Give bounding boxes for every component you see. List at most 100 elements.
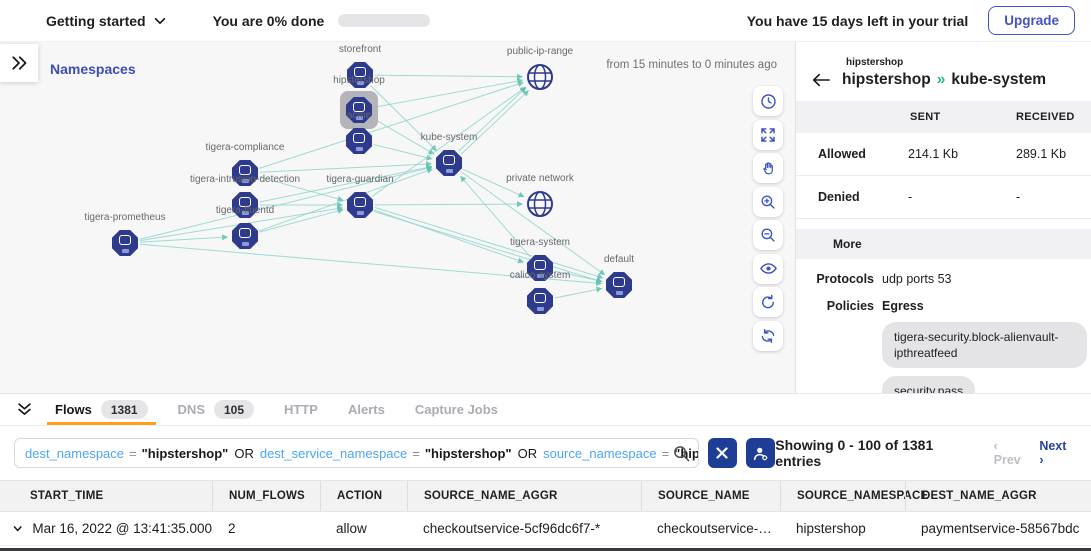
fit-view-button[interactable] [753, 119, 783, 150]
graph-node-label: tigera-guardian [326, 174, 394, 185]
tab-capture-jobs[interactable]: Capture Jobs [415, 394, 498, 425]
column-header-source_namespace[interactable]: SOURCE_NAMESPACE [780, 481, 928, 511]
back-button[interactable] [812, 73, 830, 87]
graph-edge [554, 286, 603, 299]
graph-node-acme[interactable] [346, 128, 372, 154]
tab-label: Capture Jobs [414, 402, 498, 417]
graph-edge [139, 234, 229, 243]
column-header-num_flows[interactable]: NUM_FLOWS [212, 481, 320, 511]
chevron-down-icon [154, 17, 165, 24]
undo-button[interactable] [753, 287, 783, 317]
tab-label: Alerts [347, 402, 385, 417]
query-segment-key: source_namespace [543, 445, 657, 461]
graph-node-private-network[interactable] [527, 191, 553, 217]
graph-node-label: acme [346, 110, 372, 121]
clear-filter-button[interactable] [707, 438, 738, 468]
graph-node-tigera-intrusion-detection[interactable] [232, 192, 258, 218]
column-header-source_name[interactable]: SOURCE_NAME [641, 481, 780, 511]
trial-countdown: You have 15 days left in your trial [746, 12, 969, 29]
column-header-start_time[interactable]: START_TIME [30, 490, 104, 502]
row-expand-chevron-icon[interactable] [12, 522, 23, 535]
graph-node-tigera-prometheus[interactable] [112, 230, 138, 256]
getting-started-label: Getting started [46, 12, 146, 29]
namespace-node-icon [232, 192, 258, 218]
graph-node-calico-system[interactable] [527, 288, 553, 314]
graph-node-label: tigera-compliance [205, 142, 285, 153]
graph-edge [460, 175, 531, 257]
user-filter-button[interactable] [746, 438, 776, 468]
graph-node-public-ip-range[interactable] [527, 64, 553, 90]
graph-edge [371, 86, 527, 197]
pan-icon [760, 160, 777, 177]
service-graph-panel: Namespaces from 15 minutes to 0 minutes … [0, 42, 795, 393]
graph-node-default[interactable] [606, 272, 632, 298]
upgrade-button[interactable]: Upgrade [988, 6, 1075, 35]
cell-source_name: checkoutservice-… [657, 521, 772, 536]
graph-node-hipstershop[interactable] [346, 97, 372, 123]
sidebar-expand-button[interactable] [0, 44, 38, 82]
tab-http[interactable]: HTTP [284, 394, 318, 425]
graph-node-kube-system[interactable] [436, 150, 462, 176]
graph-node-label: private network [506, 173, 574, 184]
history-button[interactable] [753, 86, 783, 116]
query-segment-kw: OR [234, 445, 254, 461]
received-column-header: RECEIVED [1016, 111, 1075, 123]
protocols-row: Protocols udp ports 53 [796, 259, 1091, 286]
tab-label: HTTP [284, 402, 318, 417]
pagination-summary: Showing 0 - 100 of 1381 entries [775, 437, 934, 469]
graph-edge [373, 78, 524, 108]
graph-edge [374, 201, 524, 208]
column-header-action[interactable]: ACTION [320, 481, 407, 511]
graph-node-tigera-guardian[interactable] [347, 192, 373, 218]
bottom-edge-bar [0, 548, 1091, 551]
back-arrow-icon [812, 73, 830, 87]
graph-edge [374, 207, 604, 280]
policy-pill[interactable]: tigera-security.block-alienvault-ipthrea… [882, 322, 1087, 369]
user-gear-icon [754, 447, 768, 460]
graph-node-storefront[interactable] [347, 62, 373, 88]
namespace-node-icon [527, 255, 553, 281]
graph-edge [258, 167, 433, 232]
denied-sent-value: - [908, 190, 913, 204]
refresh-button[interactable] [753, 320, 783, 351]
zoom-in-icon [759, 193, 777, 211]
graph-toolbar [753, 86, 783, 351]
panel-context-label: hipstershop [846, 57, 904, 68]
graph-node-tigera-fluentd[interactable] [232, 223, 258, 249]
namespace-node-icon [436, 150, 462, 176]
zoom-out-button[interactable] [753, 220, 783, 250]
collapse-panel-button[interactable] [16, 401, 33, 418]
pan-button[interactable] [753, 153, 783, 183]
graph-node-label: storefront [338, 44, 382, 55]
getting-started-dropdown[interactable]: Getting started [46, 13, 167, 29]
column-header-source_name_aggr[interactable]: SOURCE_NAME_AGGR [407, 481, 641, 511]
more-section-header: More [796, 229, 1091, 259]
graph-node-label: tigera-prometheus [84, 212, 166, 223]
policies-row: Policies Egress tigera-security.block-al… [796, 286, 1091, 393]
column-header-dest_name_aggr[interactable]: DEST_NAME_AGGR [905, 481, 1091, 511]
graph-edge [373, 144, 433, 161]
graph-node-tigera-compliance[interactable] [232, 160, 258, 186]
policy-pill[interactable]: security.pass [882, 376, 976, 393]
graph-node-tigera-system[interactable] [527, 255, 553, 281]
network-globe-icon [527, 191, 553, 217]
namespace-node-icon [346, 97, 372, 123]
graph-edge [259, 161, 433, 173]
next-page-button[interactable]: Next › [1039, 439, 1067, 467]
zoom-in-button[interactable] [753, 186, 783, 217]
visibility-button[interactable] [753, 253, 783, 284]
cell-source_name_aggr: checkoutservice-5cf96dc6f7-* [423, 521, 601, 536]
prev-page-button[interactable]: ‹ Prev [993, 439, 1021, 467]
query-segment-kw: OR [517, 445, 538, 461]
namespace-node-icon [347, 192, 373, 218]
graph-node-label: hipstershop [333, 75, 385, 86]
tab-alerts[interactable]: Alerts [348, 394, 385, 425]
graph-edge [374, 73, 524, 80]
